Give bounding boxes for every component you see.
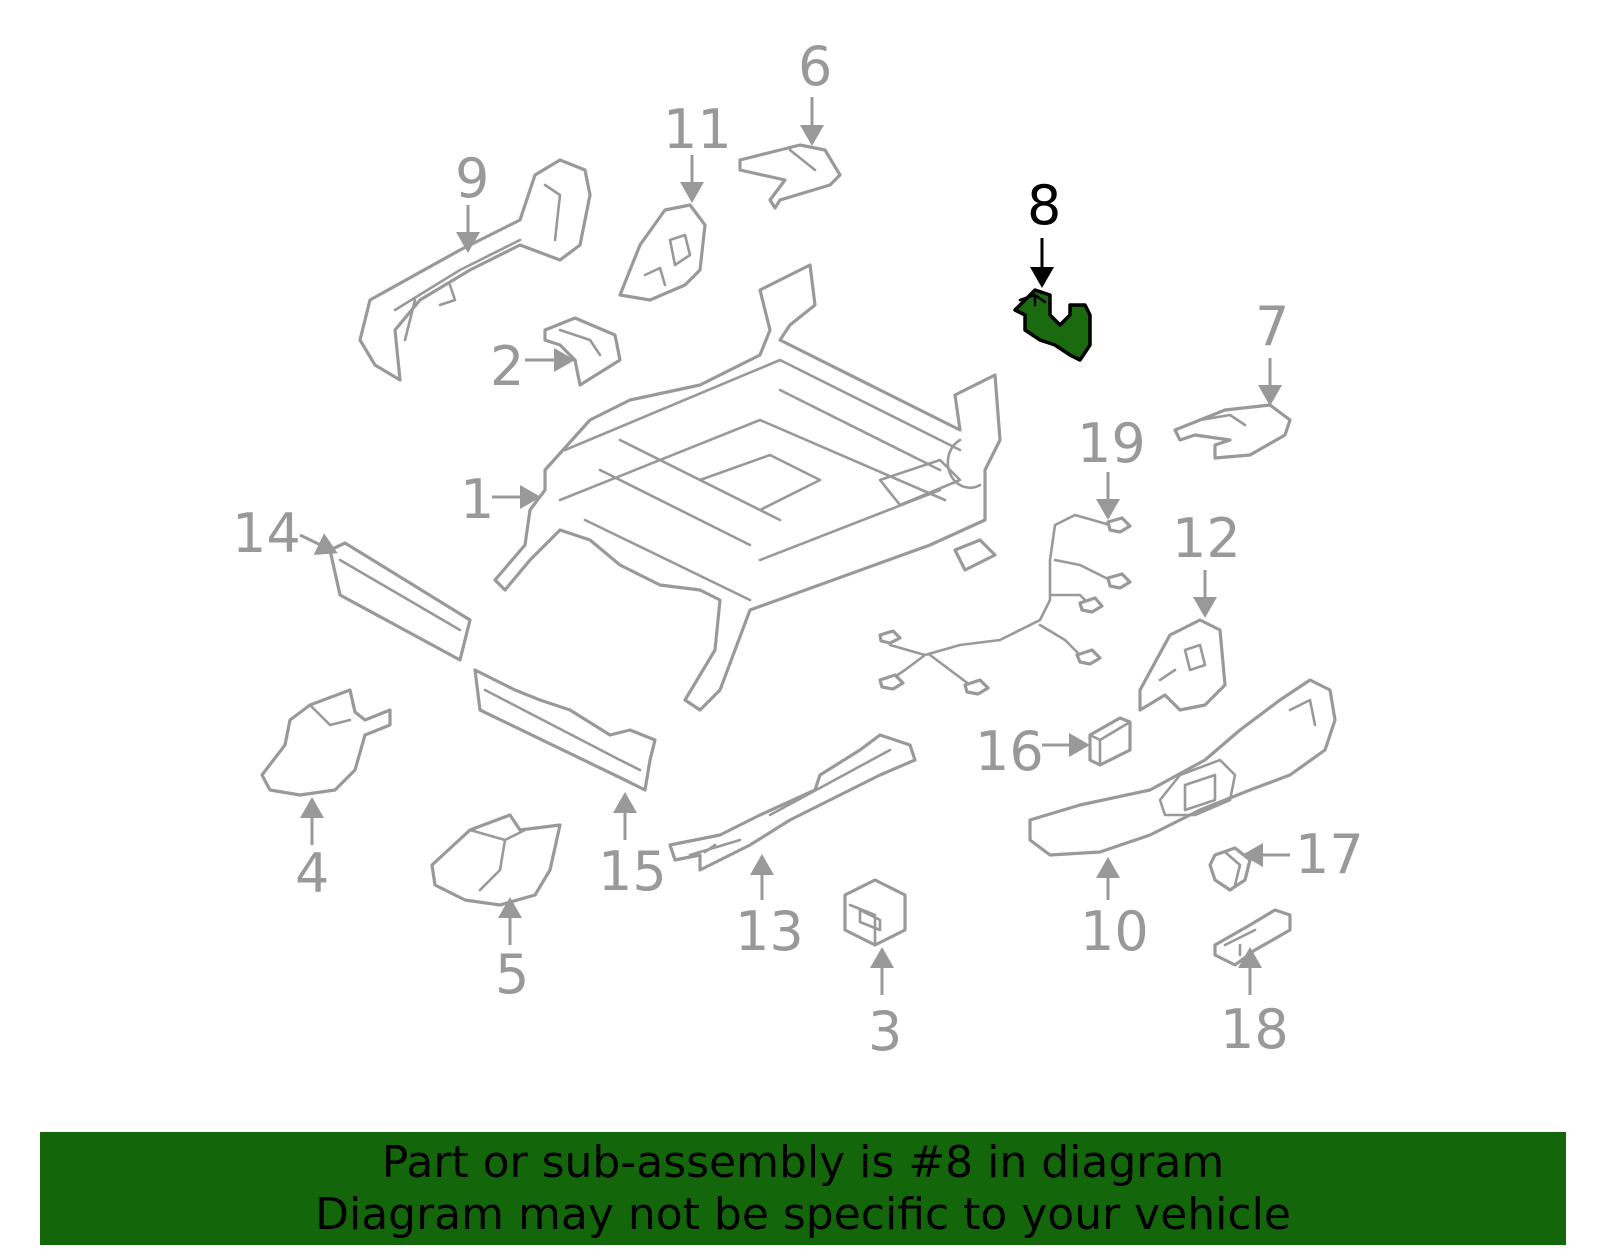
callout-9: 9 [455, 147, 489, 210]
callout-11: 11 [663, 98, 732, 161]
callout-10: 10 [1080, 900, 1149, 963]
callout-4: 4 [295, 842, 329, 905]
callout-14: 14 [232, 502, 301, 565]
part-17-knob [1208, 846, 1252, 892]
part-3-clip [843, 878, 907, 947]
part-15-rail-cover [473, 668, 657, 792]
banner-line-1: Part or sub-assembly is #8 in diagram [381, 1136, 1225, 1188]
part-16-knob [1088, 716, 1132, 767]
callout-13: 13 [735, 900, 804, 963]
part-11-hinge-cover [618, 203, 707, 302]
info-banner: Part or sub-assembly is #8 in diagram Di… [40, 1132, 1566, 1245]
callout-6: 6 [798, 35, 832, 98]
callout-labels: 9 11 6 2 1 8 7 19 12 14 15 4 5 13 3 16 1… [232, 35, 1364, 1063]
callout-2: 2 [490, 335, 524, 398]
part-19-wiring-harness [878, 513, 1132, 696]
callout-arrows [299, 97, 1290, 995]
part-7-cover [1173, 403, 1292, 460]
callout-3: 3 [868, 1000, 902, 1063]
part-12-hinge-cover [1138, 618, 1227, 712]
part-1-seat-frame [493, 263, 1002, 712]
part-6-cover [738, 143, 842, 210]
callout-18: 18 [1220, 998, 1289, 1061]
part-8-highlighted [1013, 288, 1092, 362]
part-4-cap [260, 688, 392, 797]
callout-8: 8 [1027, 174, 1061, 237]
part-2-bracket-cover [543, 316, 622, 387]
callout-17: 17 [1295, 823, 1364, 886]
part-18-cap [1213, 908, 1292, 967]
part-9-shield [358, 158, 592, 382]
callout-12: 12 [1172, 507, 1241, 570]
banner-line-2: Diagram may not be specific to your vehi… [315, 1188, 1291, 1240]
callout-5: 5 [495, 943, 529, 1006]
part-10-outer-shield [1028, 678, 1337, 857]
callout-19: 19 [1077, 412, 1146, 475]
part-13-rail-cover [668, 733, 917, 872]
callout-1: 1 [460, 468, 494, 531]
callout-16: 16 [975, 720, 1044, 783]
callout-15: 15 [598, 840, 667, 903]
part-5-cap [430, 813, 562, 907]
part-14-bar [328, 541, 472, 662]
callout-7: 7 [1255, 295, 1289, 358]
